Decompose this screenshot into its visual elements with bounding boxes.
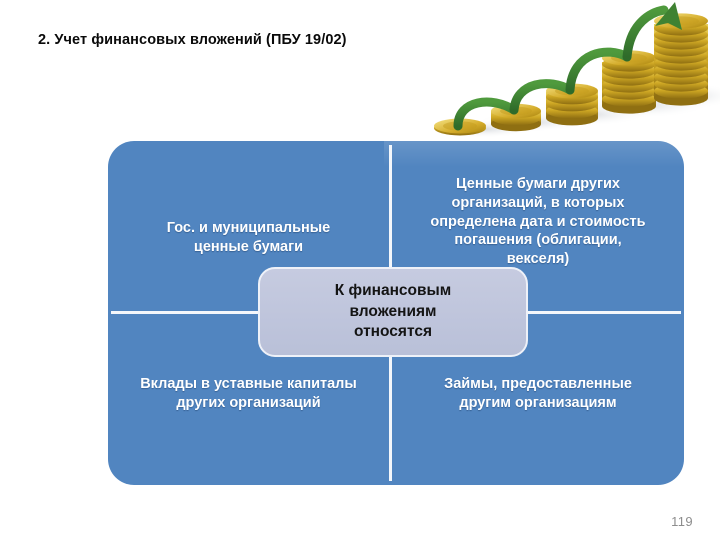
center-callout-label: К финансовым вложениям относятся [334,281,452,341]
page-title: 2. Учет финансовых вложений (ПБУ 19/02) [38,32,347,48]
quadrant-top-right-label: Ценные бумаги других организаций, в кото… [430,175,646,268]
financial-investments-diagram: Гос. и муниципальные ценные бумаги Ценны… [108,141,684,485]
quadrant-top-left[interactable]: Гос. и муниципальные ценные бумаги [108,141,389,311]
quadrant-bottom-right[interactable]: Займы, предоставленные другим организаци… [392,314,684,485]
quadrant-top-left-label: Гос. и муниципальные ценные бумаги [166,220,331,255]
quadrant-bottom-left[interactable]: Вклады в уставные капиталы других органи… [108,314,389,485]
quadrant-bottom-left-label: Вклады в уставные капиталы других органи… [140,375,357,411]
page-number: 119 [671,514,693,529]
quadrant-bottom-right-label: Займы, предоставленные другим организаци… [444,375,632,411]
center-callout[interactable]: К финансовым вложениям относятся [258,267,528,357]
gold-coin-stacks-growth-arrow-photo [412,0,720,142]
quadrant-top-right[interactable]: Ценные бумаги других организаций, в кото… [392,141,684,311]
